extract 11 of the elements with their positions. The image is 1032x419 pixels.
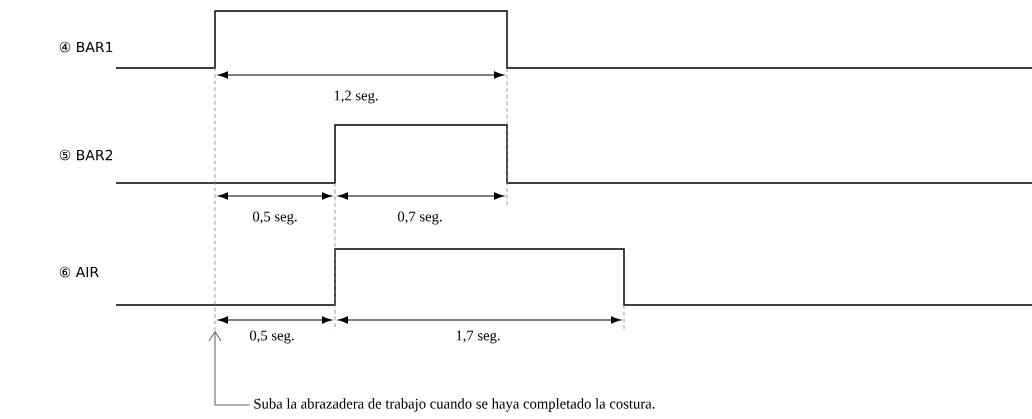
note-text: Suba la abrazadera de trabajo cuando se haya completado la costura. — [254, 398, 655, 412]
duration-label: 0,5 seg. — [252, 211, 297, 225]
duration-label: 0,7 seg. — [397, 211, 442, 225]
duration-label: 1,7 seg. — [456, 330, 500, 344]
signal-label: ⑤ BAR2 — [59, 149, 113, 161]
duration-label: 1,2 seg. — [334, 90, 378, 104]
guide-line — [214, 66, 216, 332]
leader-line — [208, 330, 251, 406]
signal-label: ④ BAR1 — [59, 41, 113, 53]
duration-label: 0,5 seg. — [249, 330, 294, 344]
signal-label: ⑥ AIR — [59, 266, 99, 278]
